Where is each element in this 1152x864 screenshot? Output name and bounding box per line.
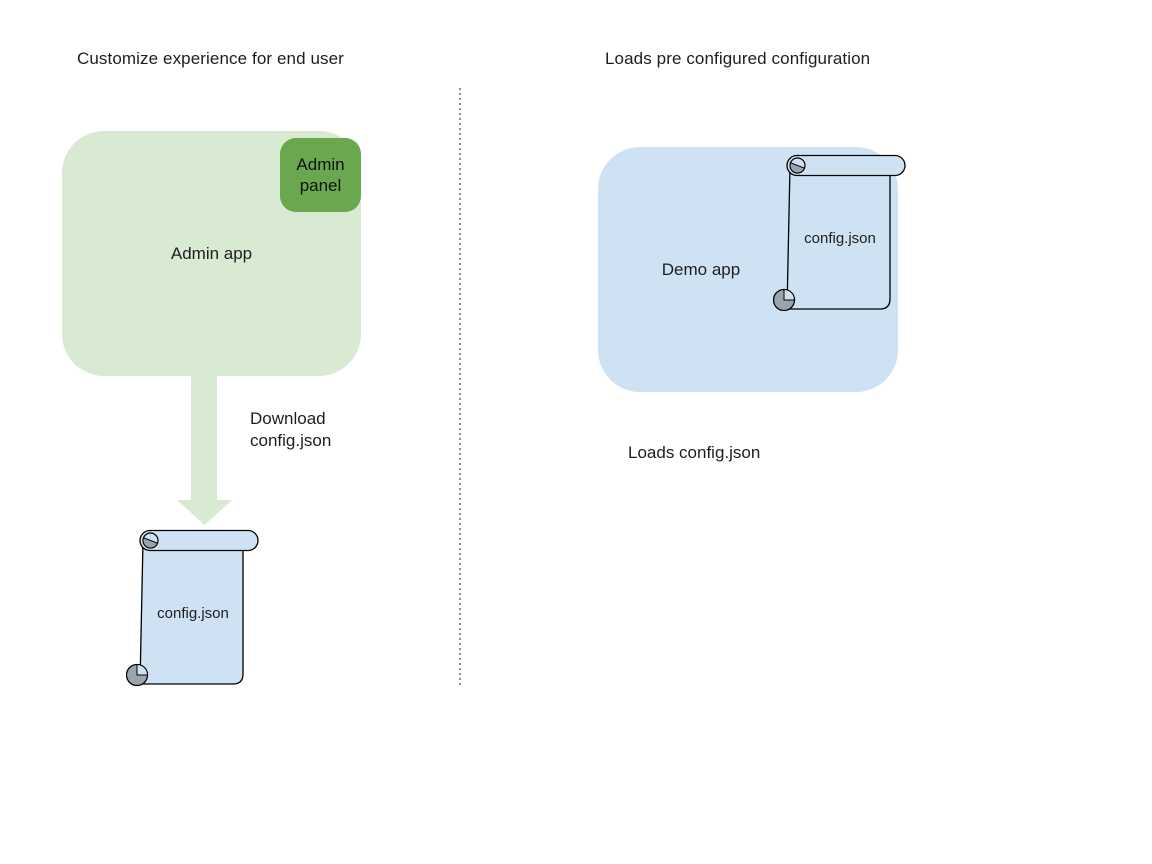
- config-scroll-left: config.json: [126, 529, 260, 687]
- scroll-body: [139, 540, 244, 685]
- scroll-top-band: [786, 154, 906, 177]
- admin-panel-box: Admin panel: [280, 138, 361, 212]
- scroll-icon: [126, 529, 259, 687]
- scroll-bottom-curl-notch: [136, 663, 149, 676]
- loads-config-caption: Loads config.json: [628, 443, 761, 462]
- config-scroll-right: config.json: [773, 154, 907, 312]
- scroll-top-spiral-shade: [789, 162, 806, 174]
- admin-app-label: Admin app: [170, 243, 253, 263]
- divider-line: [459, 88, 461, 685]
- download-label: Download config.json: [250, 408, 331, 452]
- config-json-label: config.json: [804, 230, 876, 247]
- config-json-label: config.json: [157, 605, 229, 622]
- download-arrow-icon: [177, 376, 232, 525]
- scroll-top-band: [139, 529, 259, 552]
- download-label-line1: Download: [250, 409, 326, 428]
- scroll-top-spiral-shade: [142, 537, 159, 549]
- scroll-icon: [773, 154, 906, 312]
- demo-app-label: Demo app: [661, 259, 741, 279]
- left-section-title: Customize experience for end user: [77, 49, 344, 68]
- arrow-shape: [177, 376, 232, 525]
- download-label-line2: config.json: [250, 431, 332, 450]
- scroll-bottom-curl-notch: [783, 288, 796, 301]
- admin-panel-label: Admin panel: [296, 154, 345, 195]
- right-section-title: Loads pre configured configuration: [605, 49, 871, 68]
- scroll-body: [786, 165, 891, 310]
